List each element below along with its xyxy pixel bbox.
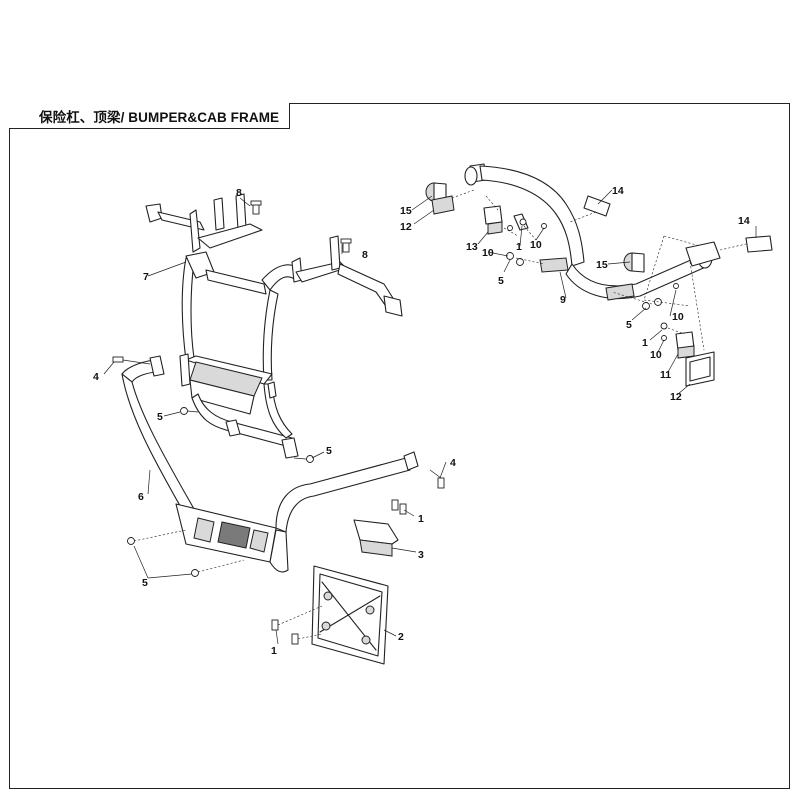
callout-8-right: 8: [362, 249, 368, 261]
callout-1-bracket: 1: [418, 513, 424, 525]
bolt-part-4-left: [112, 356, 151, 365]
bolt-part-4-right: [429, 469, 445, 489]
callout-5-bumper: 5: [142, 577, 148, 589]
bracket-part-11: [675, 331, 695, 359]
diagram-frame: [9, 103, 790, 789]
pad-part-12-left: [431, 195, 455, 215]
callout-10-a: 10: [482, 247, 494, 259]
callout-3: 3: [418, 549, 424, 561]
bolt-part-8-right: [340, 238, 352, 253]
front-bumper-part-6: [121, 355, 419, 573]
callout-10-c: 10: [672, 311, 684, 323]
callout-5-frame-a: 5: [157, 411, 163, 423]
callout-7: 7: [143, 271, 149, 283]
callout-5-frame-b: 5: [326, 445, 332, 457]
callout-12-left: 12: [400, 221, 412, 233]
title-tab: 保险杠、顶梁/ BUMPER&CAB FRAME: [9, 103, 291, 129]
bolt-part-5-frame-a: [180, 407, 199, 415]
callout-1-rear: 1: [516, 241, 522, 253]
strip-part-14-left: [583, 195, 611, 217]
bolt-part-5-frame-b: [293, 455, 314, 463]
callout-5-rear-a: 5: [498, 275, 504, 287]
callout-labels: 7 8 8 5 5 4 4 6 1 3 2 1 5 15 12 13 10 1 …: [93, 185, 750, 657]
bolt-part-5-bumper-a: [127, 529, 187, 545]
bracket-part-3: [353, 519, 399, 557]
callout-10-b: 10: [530, 239, 542, 251]
callout-14-left: 14: [612, 185, 624, 197]
callout-15-left: 15: [400, 205, 412, 217]
callout-15-right: 15: [596, 259, 608, 271]
bolt-part-8-left: [250, 200, 262, 215]
callout-13: 13: [466, 241, 478, 253]
strip-part-14-right: [745, 235, 773, 253]
bracket-part-13: [483, 205, 503, 235]
license-plate-part-2: [311, 565, 389, 665]
bushing-part-15-right: [623, 252, 645, 273]
cab-frame-part-7: [145, 193, 403, 459]
bolt-part-5-bumper-b: [191, 559, 245, 577]
roof-frame-part-9: [464, 163, 721, 301]
callout-14-right: 14: [738, 215, 750, 227]
callout-8-left: 8: [236, 187, 242, 199]
callout-2: 2: [398, 631, 404, 643]
leader-lines: [103, 189, 757, 645]
callout-4-right: 4: [450, 457, 456, 469]
callout-1-plate: 1: [271, 645, 277, 657]
callout-1-rear-b: 1: [642, 337, 648, 349]
assembly-lines-rear: [451, 189, 747, 351]
callout-6: 6: [138, 491, 144, 503]
callout-12-right: 12: [670, 391, 682, 403]
pad-part-12-right: [685, 351, 715, 387]
bolts-part-1-plate: [271, 605, 323, 645]
callout-11: 11: [660, 369, 671, 381]
callout-9: 9: [560, 294, 566, 306]
fasteners-rear: [506, 218, 679, 341]
callout-4-left: 4: [93, 371, 99, 383]
page-title: 保险杠、顶梁/ BUMPER&CAB FRAME: [39, 109, 280, 125]
callout-10-d: 10: [650, 349, 662, 361]
bolts-part-1-bracket: [391, 499, 407, 515]
callout-5-rear-b: 5: [626, 319, 632, 331]
